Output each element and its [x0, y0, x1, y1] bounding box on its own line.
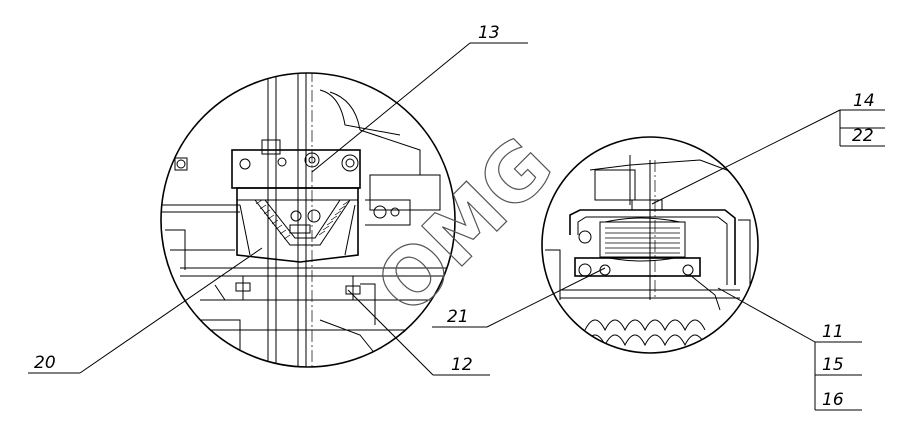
- callout-22: 22: [852, 126, 874, 146]
- callout-20: 20: [34, 353, 56, 373]
- watermark-text: OMG: [360, 121, 571, 332]
- right-detail-circle: [541, 136, 759, 354]
- callout-14: 14: [853, 91, 875, 111]
- callout-12: 12: [451, 355, 473, 375]
- left-detail-contents: [161, 73, 450, 367]
- callout-21: 21: [447, 307, 469, 327]
- callout-13: 13: [478, 23, 500, 43]
- right-detail-contents: [545, 155, 751, 347]
- right-detail-view: [541, 136, 759, 354]
- left-detail-circle: [160, 72, 456, 368]
- leader-lines: [28, 42, 885, 411]
- callout-15: 15: [822, 355, 844, 375]
- callout-16: 16: [822, 390, 844, 410]
- callout-11: 11: [822, 322, 844, 342]
- left-detail-view: [160, 72, 456, 368]
